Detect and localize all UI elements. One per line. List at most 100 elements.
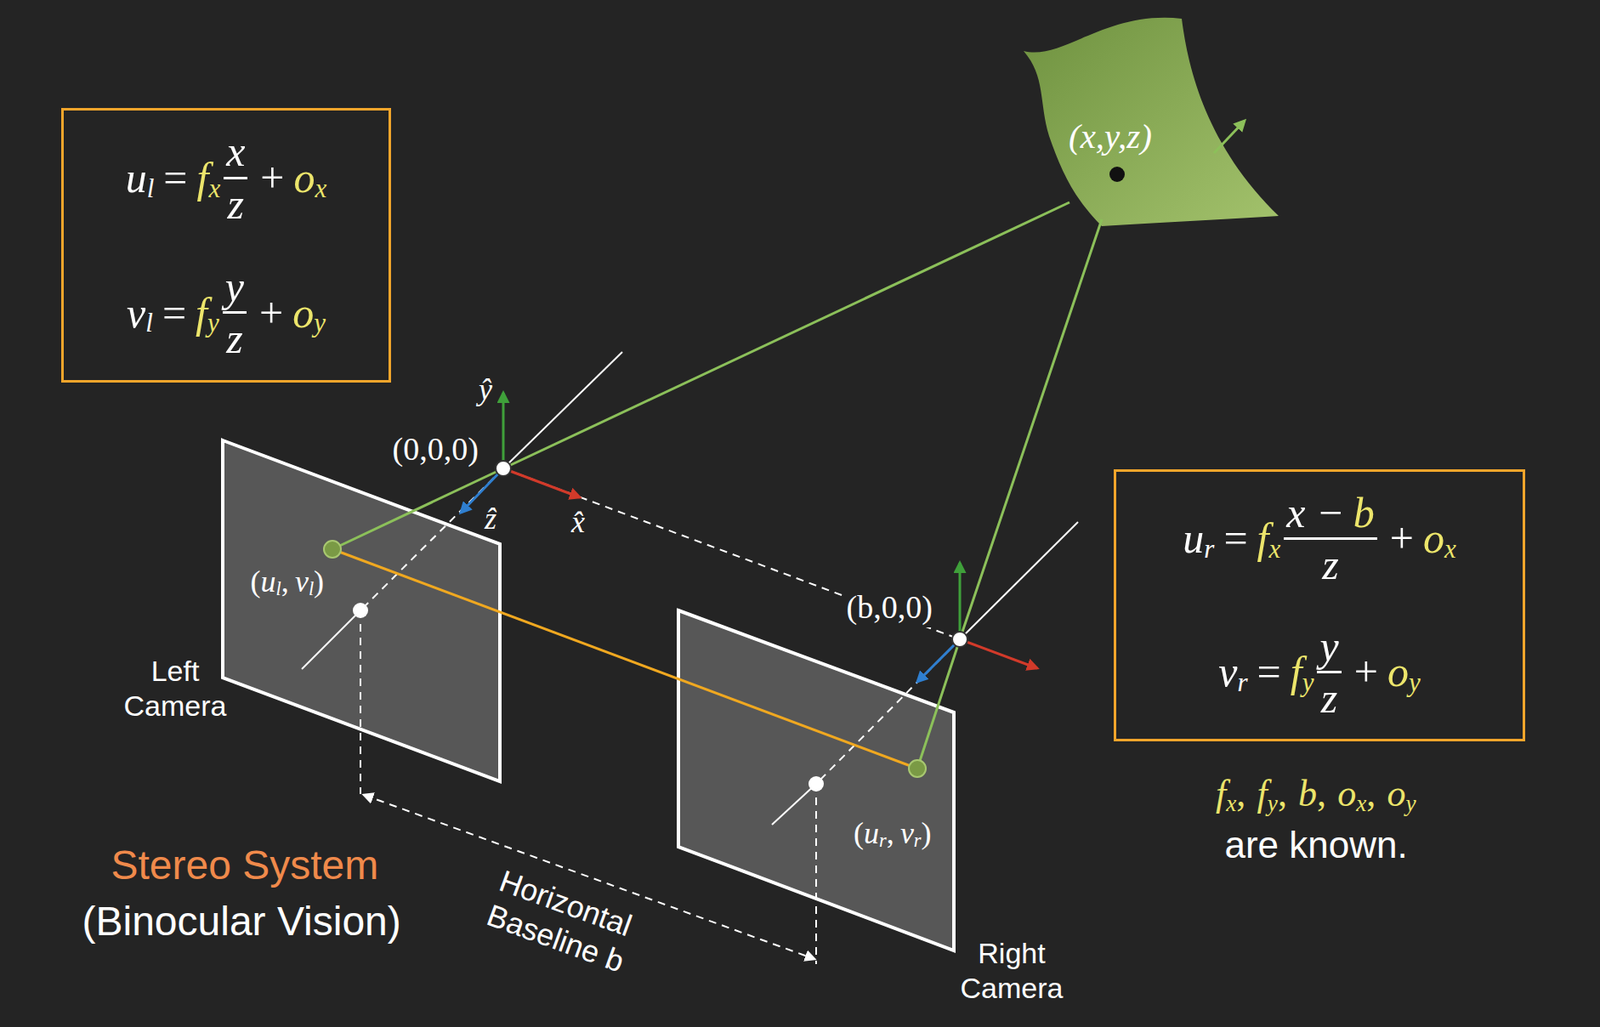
origin-label-row: (0,0,0): [392, 430, 479, 470]
text-piece: +: [1390, 516, 1414, 562]
optical-axis: [503, 351, 623, 469]
text-piece: o: [294, 155, 316, 201]
subscript: x: [208, 175, 221, 204]
camera-name: Left Camera: [111, 653, 239, 724]
y-axis: [502, 392, 505, 469]
subscript: l: [276, 578, 282, 602]
principal-point: [352, 602, 369, 619]
text-piece: y: [1319, 624, 1339, 670]
text-piece: x −: [1286, 490, 1345, 536]
image-plane-outline: [678, 610, 954, 951]
text-piece: +: [259, 290, 284, 336]
text-piece: b: [1353, 490, 1375, 536]
image-plane-outline: [222, 440, 500, 782]
text-piece: =: [163, 155, 188, 201]
y-axis: [958, 562, 962, 640]
x-axis: [959, 639, 1038, 669]
note-row: are known.: [1225, 822, 1408, 869]
axis-label: x̂: [571, 504, 585, 541]
text-piece: z: [1321, 542, 1339, 588]
fraction-bar: [223, 176, 248, 180]
baseline-dashed: [503, 468, 960, 640]
camera-name-row: Left Camera: [111, 653, 239, 724]
text-piece: o: [292, 290, 314, 336]
numerator: x: [226, 129, 245, 175]
text-piece: Stereo System: [111, 840, 380, 891]
point-coordinates: (x,y,z): [1068, 115, 1152, 158]
pixel-coordinates: (ur,vr): [853, 815, 932, 852]
text-piece: y: [225, 264, 244, 310]
text-piece: o: [1387, 771, 1407, 818]
text-piece: x̂: [571, 504, 585, 541]
pixel-coordinates-row: (ul,vl): [250, 563, 325, 601]
equation-box: ul=fxxz+oxvl=fyyz+oy: [61, 107, 392, 383]
text-piece: (Binocular Vision): [82, 896, 402, 947]
image-plane: (ul,vl)Left Camera: [222, 440, 500, 782]
text-piece: ,: [1236, 771, 1246, 818]
text-piece: z: [227, 181, 244, 227]
text-piece: ẑ: [484, 500, 497, 538]
denominator: z: [227, 181, 244, 227]
subheading-row: (Binocular Vision): [82, 896, 402, 947]
camera-name: Right Camera: [947, 936, 1076, 1006]
text-piece: +: [260, 155, 284, 201]
leaf-surface: [1023, 17, 1279, 227]
subscript: r: [1237, 669, 1249, 698]
text-piece: ,: [1316, 771, 1327, 818]
text-piece: ): [313, 563, 324, 601]
subscript: x: [1444, 535, 1457, 564]
axis-label-row: ŷ: [478, 371, 493, 409]
subscript: y: [1408, 669, 1421, 698]
image-plane: [222, 440, 500, 782]
subscript: l: [147, 175, 155, 204]
denominator: z: [1321, 542, 1339, 588]
text-piece: v: [126, 290, 146, 336]
text-piece: (x,y,z): [1068, 115, 1152, 158]
subscript: y: [1302, 669, 1315, 698]
known-parameters-row: fx,fy,b,ox,oy: [1215, 771, 1417, 818]
text-piece: ,: [1277, 771, 1288, 818]
image-point: [908, 760, 926, 778]
text-piece: (: [250, 563, 261, 601]
origin-label: (0,0,0): [392, 430, 479, 470]
axis-label-row: x̂: [571, 504, 585, 541]
numerator: y: [1319, 624, 1339, 670]
x-axis: [503, 468, 580, 498]
text-piece: o: [1387, 649, 1409, 695]
camera-position: (b,0,0): [843, 588, 937, 628]
denominator: z: [1321, 675, 1338, 721]
z-axis: [917, 639, 960, 682]
object-surface: (x,y,z): [1023, 18, 1279, 227]
dimension-label-row: Horizontal Baseline b: [482, 862, 664, 988]
text-piece: (b,0,0): [843, 588, 937, 628]
text-piece: ,: [886, 815, 895, 852]
text-piece: f: [1290, 649, 1303, 695]
scene-point: [1109, 166, 1125, 182]
fraction-bar: [1316, 670, 1341, 674]
text-piece: Horizontal Baseline b: [482, 862, 664, 988]
subscript: y: [207, 309, 220, 338]
text-piece: ,: [1366, 771, 1376, 818]
subscript: r: [879, 829, 887, 853]
outline-group: [222, 440, 500, 782]
text-piece: v: [295, 563, 309, 601]
outline-group: [678, 610, 954, 951]
subscript: y: [1267, 789, 1278, 818]
text-piece: Right Camera: [947, 936, 1076, 1006]
image-plane: (ur,vr)Right Camera: [678, 610, 954, 951]
equation-row: vr=fyyz+oy: [1218, 624, 1420, 721]
projection-ray: [917, 219, 1102, 769]
outline-group: [1023, 17, 1279, 227]
text-piece: (: [853, 815, 864, 852]
text-piece: (0,0,0): [392, 430, 479, 470]
equation-box: ur=fxx −bz+oxvr=fyyz+oy: [1113, 469, 1526, 742]
text-piece: =: [1223, 516, 1248, 562]
subscript: x: [315, 175, 328, 204]
note: are known.: [1225, 822, 1408, 869]
subscript: r: [913, 829, 922, 853]
projection-ray: [332, 202, 1070, 550]
subscript: x: [1225, 789, 1237, 818]
subscript: l: [308, 578, 314, 602]
text-piece: u: [125, 155, 148, 201]
axis-label: ŷ: [478, 371, 493, 409]
